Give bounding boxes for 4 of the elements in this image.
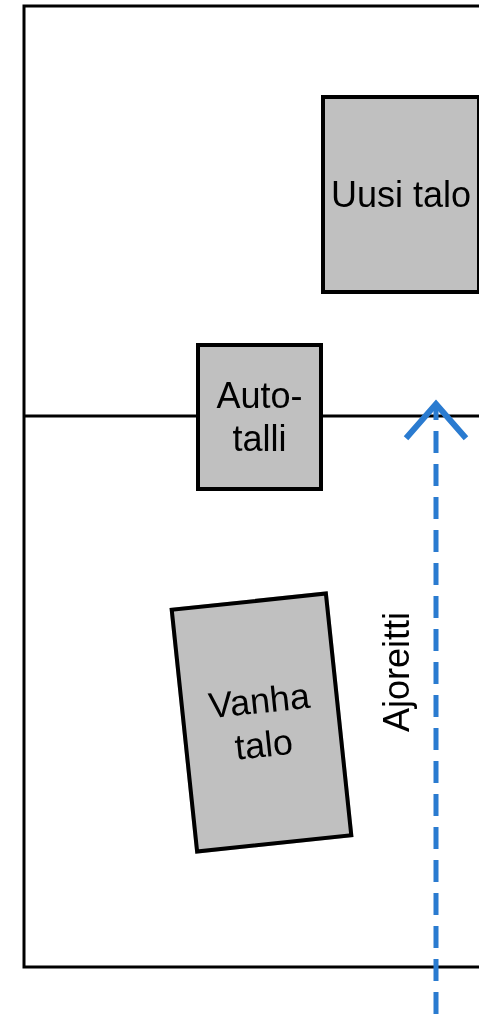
house-box: Vanha talo: [169, 591, 354, 854]
garage-box: Auto- talli: [196, 343, 323, 491]
route-label: Ajoreitti: [376, 612, 418, 732]
house-box: Uusi talo: [321, 95, 479, 294]
